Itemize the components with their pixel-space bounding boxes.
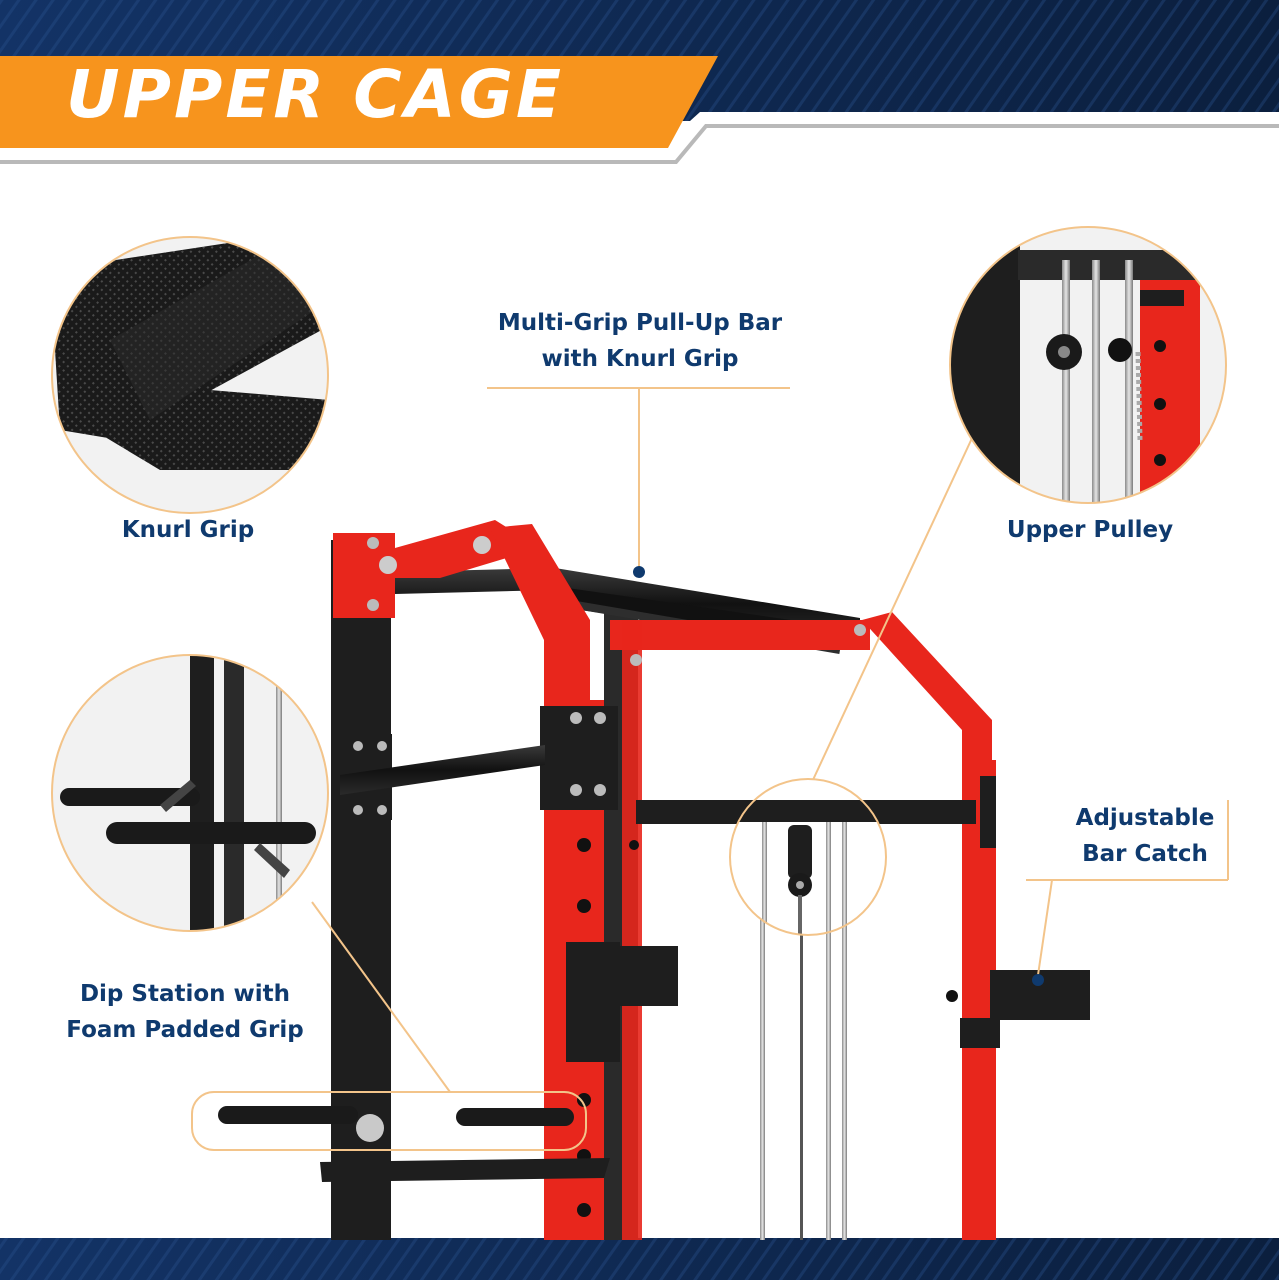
bottom-band xyxy=(0,1238,1279,1280)
pull-up-bar-label-line1: Multi-Grip Pull-Up Bar xyxy=(497,310,783,336)
upper-pulley-label: Upper Pulley xyxy=(990,512,1190,548)
knurl-grip-label: Knurl Grip xyxy=(88,512,288,548)
knurl-grip-detail xyxy=(51,236,329,514)
dip-station-label-line1: Dip Station with xyxy=(79,981,291,1007)
bar-catch-label-line2: Bar Catch xyxy=(1082,841,1208,867)
upper-pulley-detail xyxy=(949,226,1227,504)
red-top-crossbar xyxy=(610,620,870,650)
dip-station-label: Dip Station with Foam Padded Grip xyxy=(50,976,320,1048)
dip-station-label-line2: Foam Padded Grip xyxy=(66,1017,304,1043)
red-front-left-arm xyxy=(490,524,590,708)
callout-dots xyxy=(633,566,1044,986)
bar-catch-label: Adjustable Bar Catch xyxy=(1060,800,1230,872)
knurl-grip-label-text: Knurl Grip xyxy=(121,517,255,543)
rear-pull-bar xyxy=(340,745,545,795)
callout-lines xyxy=(191,387,1229,1151)
upper-pulley-label-text: Upper Pulley xyxy=(1006,517,1174,543)
red-front-right-arm xyxy=(862,612,992,780)
pull-up-bar xyxy=(395,568,860,640)
bar-catch-label-line1: Adjustable xyxy=(1075,805,1215,831)
pull-up-bar-label-line2: with Knurl Grip xyxy=(541,346,739,372)
banner-title: UPPER CAGE xyxy=(66,56,564,133)
mid-pulley-detail xyxy=(729,778,887,936)
pull-up-bar-label: Multi-Grip Pull-Up Bar with Knurl Grip xyxy=(480,305,800,377)
dip-station-detail xyxy=(51,654,329,932)
